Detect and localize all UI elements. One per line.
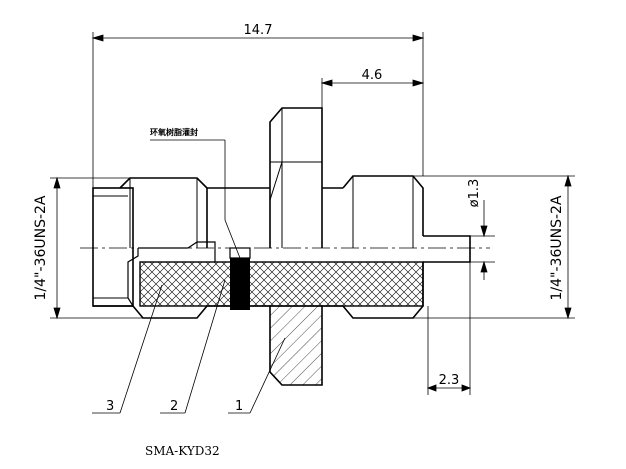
callout-part-3: 3 bbox=[106, 399, 114, 414]
inner-cavity bbox=[127, 248, 139, 307]
nut-to-end-label: 4.6 bbox=[362, 68, 383, 83]
flange-body bbox=[269, 305, 323, 386]
callout-part-1: 1 bbox=[235, 399, 243, 414]
epoxy-note: 环氧树脂灌封 bbox=[150, 127, 198, 137]
contact-pin bbox=[423, 235, 471, 263]
right-thread-body bbox=[342, 175, 424, 236]
thread-right-label: 1/4"-36UNS-2A bbox=[549, 195, 565, 300]
epoxy-seal bbox=[230, 258, 250, 310]
pin-diameter-label: ø1.3 bbox=[467, 179, 482, 208]
left-body-outer bbox=[92, 187, 134, 307]
hex-nut bbox=[269, 107, 323, 248]
dielectric-insulator bbox=[139, 261, 424, 307]
model-label: SMA-KYD32 bbox=[145, 444, 220, 458]
thread-left-label: 1/4"-36UNS-2A bbox=[33, 195, 49, 300]
dimension-lines bbox=[50, 32, 575, 414]
pin-extension-label: 2.3 bbox=[439, 373, 460, 388]
callout-part-2: 2 bbox=[170, 399, 178, 414]
overall-length-label: 14.7 bbox=[244, 23, 273, 38]
epoxy-seal-top bbox=[229, 247, 251, 259]
